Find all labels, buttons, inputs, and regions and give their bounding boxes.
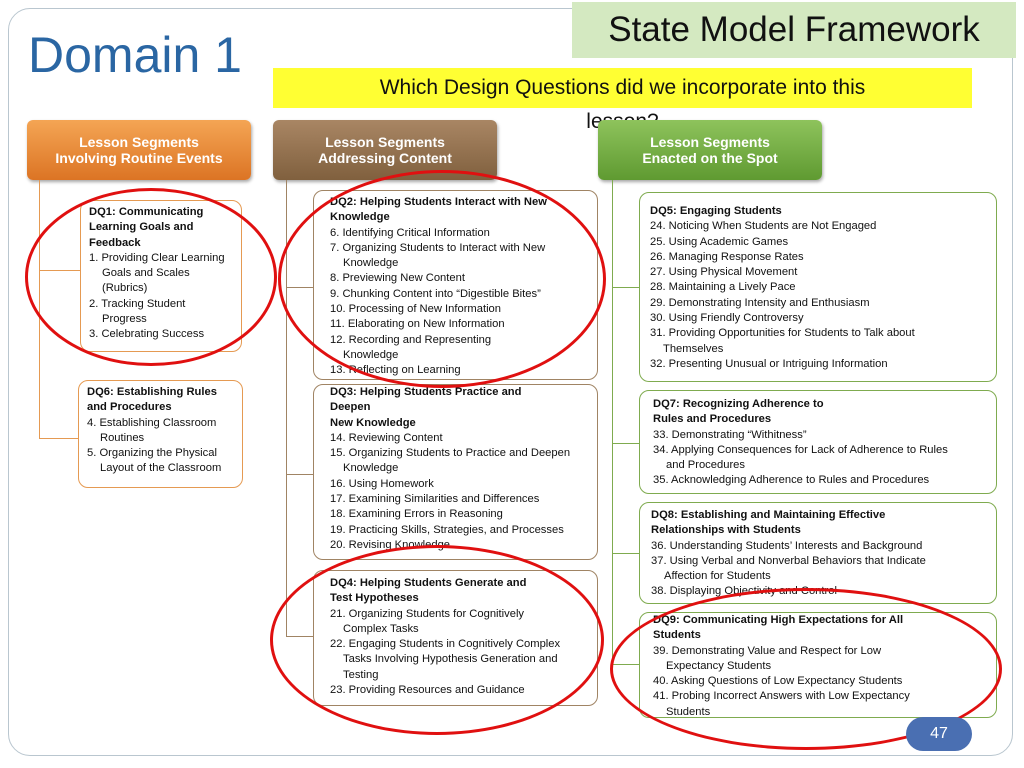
dq2-item-1: 6. Identifying Critical Information [330, 226, 490, 239]
framework-label: State Model Framework [572, 2, 1016, 58]
dq1-item-3: 3. Celebrating Success [89, 328, 205, 341]
page-number: 47 [906, 717, 972, 751]
header-enacted-on-spot: Lesson Segments Enacted on the Spot [598, 120, 822, 180]
connector-routine [39, 180, 40, 438]
dq3-title-line2: New Knowledge [330, 416, 416, 429]
dq5-item-6: 29. Demonstrating Intensity and Enthusia… [650, 296, 870, 309]
connector-spot-dq5 [612, 287, 640, 288]
connector-routine-dq1 [39, 270, 83, 271]
dq3-item-7: 20. Revising Knowledge [330, 538, 451, 551]
dq7-item-1: 33. Demonstrating “Withitness” [653, 428, 807, 441]
dq8-box: DQ8: Establishing and Maintaining Effect… [639, 502, 997, 604]
dq6-box: DQ6: Establishing Rules and Procedures 4… [78, 380, 243, 488]
dq6-title: DQ6: Establishing Rules and Procedures [87, 386, 217, 414]
question-banner: Which Design Questions did we incorporat… [273, 68, 972, 108]
dq5-item-7: 30. Using Friendly Controversy [650, 312, 804, 325]
dq5-item-1: 24. Noticing When Students are Not Engag… [650, 220, 877, 233]
dq5-box: DQ5: Engaging Students 24. Noticing When… [639, 192, 997, 382]
dq1-item-1: 1. Providing Clear Learning Goals and Sc… [89, 251, 225, 295]
dq3-item-6: 19. Practicing Skills, Strategies, and P… [330, 523, 564, 536]
dq9-title: DQ9: Communicating High Expectations for… [653, 614, 904, 642]
dq3-title: DQ3: Helping Students Practice and Deepe… [330, 386, 522, 414]
dq6-item-2: 5. Organizing the Physical Layout of the… [87, 447, 222, 475]
dq8-item-3: 38. Displaying Objectivity and Control [651, 585, 837, 598]
dq9-item-2: 40. Asking Questions of Low Expectancy S… [653, 675, 903, 688]
dq1-title: DQ1: Communicating Learning Goals and Fe… [89, 206, 204, 249]
dq3-item-3: 16. Using Homework [330, 477, 434, 490]
dq2-item-8: 13. Reflecting on Learning [330, 364, 461, 377]
dq2-item-6: 11. Elaborating on New Information [330, 318, 505, 331]
connector-content-dq3 [286, 474, 314, 475]
dq1-box: DQ1: Communicating Learning Goals and Fe… [80, 200, 242, 352]
dq9-item-3: 41. Probing Incorrect Answers with Low E… [653, 690, 910, 718]
header-content-line1: Lesson Segments [325, 134, 445, 150]
connector-content-dq2 [286, 287, 314, 288]
header-spot-line2: Enacted on the Spot [642, 150, 778, 166]
dq4-item-3: 23. Providing Resources and Guidance [330, 684, 525, 697]
header-routine-events: Lesson Segments Involving Routine Events [27, 120, 251, 180]
dq7-title: DQ7: Recognizing Adherence to Rules and … [653, 398, 824, 426]
header-routine-line1: Lesson Segments [79, 134, 199, 150]
slide-frame [8, 8, 1013, 756]
dq2-item-2: 7. Organizing Students to Interact with … [330, 241, 546, 270]
connector-content-dq4 [286, 636, 314, 637]
dq5-item-4: 27. Using Physical Movement [650, 266, 798, 279]
dq2-item-4: 9. Chunking Content into “Digestible Bit… [330, 287, 541, 300]
dq5-item-8: 31. Providing Opportunities for Students… [650, 327, 915, 355]
dq2-item-5: 10. Processing of New Information [330, 303, 502, 316]
dq9-box: DQ9: Communicating High Expectations for… [639, 612, 997, 718]
dq8-item-1: 36. Understanding Students’ Interests an… [651, 539, 923, 552]
question-line-1: Which Design Questions did we incorporat… [379, 76, 866, 99]
dq4-box: DQ4: Helping Students Generate and Test … [313, 570, 598, 706]
dq3-item-2: 15. Organizing Students to Practice and … [330, 447, 589, 475]
connector-spot [612, 180, 613, 664]
dq7-item-2: 34. Applying Consequences for Lack of Ad… [653, 443, 948, 472]
dq7-box: DQ7: Recognizing Adherence to Rules and … [639, 390, 997, 494]
dq2-item-7: 12. Recording and Representing Knowledge [330, 333, 492, 361]
dq8-item-2: 37. Using Verbal and Nonverbal Behaviors… [651, 554, 926, 583]
dq5-item-2: 25. Using Academic Games [650, 235, 789, 248]
dq5-item-5: 28. Maintaining a Lively Pace [650, 281, 796, 294]
header-routine-line2: Involving Routine Events [55, 150, 223, 166]
dq8-title: DQ8: Establishing and Maintaining Effect… [651, 509, 886, 537]
dq2-box: DQ2: Helping Students Interact with New … [313, 190, 598, 380]
dq5-item-9: 32. Presenting Unusual or Intriguing Inf… [650, 357, 888, 370]
slide-title: Domain 1 [28, 27, 242, 83]
dq5-title: DQ5: Engaging Students [650, 205, 782, 217]
dq3-box: DQ3: Helping Students Practice and Deepe… [313, 384, 598, 560]
header-addressing-content: Lesson Segments Addressing Content [273, 120, 497, 180]
connector-spot-dq9 [612, 664, 640, 665]
connector-routine-dq6 [39, 438, 81, 439]
header-content-line2: Addressing Content [318, 150, 452, 166]
dq4-item-2: 22. Engaging Students in Cognitively Com… [330, 638, 561, 681]
dq2-title: DQ2: Helping Students Interact with New … [330, 196, 547, 224]
header-spot-line1: Lesson Segments [650, 134, 770, 150]
dq7-item-3: 35. Acknowledging Adherence to Rules and… [653, 474, 930, 487]
dq5-item-3: 26. Managing Response Rates [650, 250, 804, 263]
dq1-item-2: 2. Tracking Student Progress [89, 297, 186, 326]
dq3-item-4: 17. Examining Similarities and Differenc… [330, 493, 540, 506]
connector-spot-dq7 [612, 443, 640, 444]
connector-spot-dq8 [612, 553, 640, 554]
dq3-item-1: 14. Reviewing Content [330, 431, 443, 444]
dq4-title: DQ4: Helping Students Generate and Test … [330, 577, 527, 605]
dq2-item-3: 8. Previewing New Content [330, 272, 465, 285]
dq6-item-1: 4. Establishing Classroom Routines [87, 416, 217, 444]
connector-content [286, 180, 287, 636]
dq4-item-1: 21. Organizing Students for Cognitively … [330, 607, 525, 635]
dq9-item-1: 39. Demonstrating Value and Respect for … [653, 644, 882, 672]
dq3-item-5: 18. Examining Errors in Reasoning [330, 508, 503, 521]
